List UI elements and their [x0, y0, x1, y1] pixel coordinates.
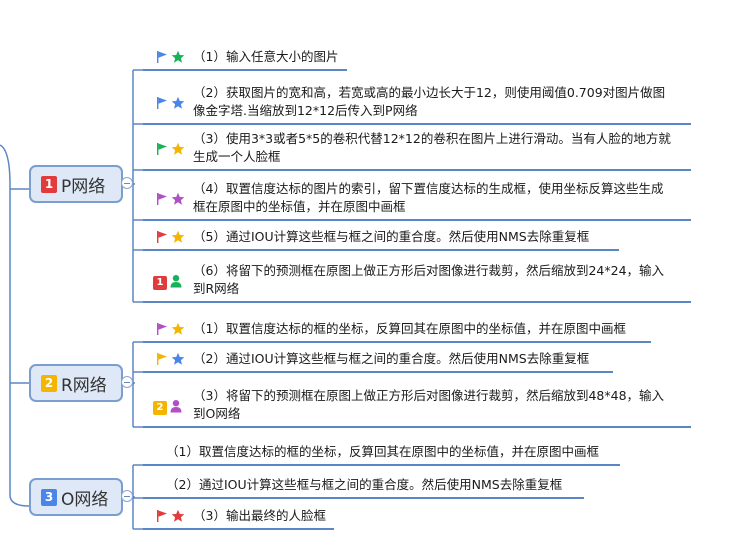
node-label: R网络 — [61, 375, 107, 396]
star-icon — [171, 229, 185, 248]
flag-icon — [155, 141, 169, 160]
leaf-topic[interactable]: （1）输入任意大小的图片 — [193, 48, 338, 66]
priority-number-icon: 2 — [153, 400, 167, 415]
node-label: P网络 — [61, 176, 106, 197]
collapse-icon[interactable] — [121, 376, 133, 388]
leaf-marker-icons — [155, 95, 185, 114]
priority-number-icon: 1 — [153, 275, 167, 290]
node-number-badge: 1 — [41, 175, 57, 193]
leaf-text-line: 到R网络 — [193, 281, 240, 296]
leaf-topic[interactable]: （2）通过IOU计算这些框与框之间的重合度。然后使用NMS去除重复框 — [166, 476, 562, 494]
leaf-marker-icons — [155, 321, 185, 340]
person-icon — [169, 273, 183, 292]
leaf-text-line: 到O网络 — [193, 406, 241, 421]
star-icon — [171, 351, 185, 370]
star-icon — [171, 508, 185, 527]
leaf-text-line: （5）通过IOU计算这些框与框之间的重合度。然后使用NMS去除重复框 — [193, 229, 590, 244]
leaf-topic[interactable]: （2）通过IOU计算这些框与框之间的重合度。然后使用NMS去除重复框 — [193, 350, 589, 368]
flag-icon — [155, 508, 169, 527]
leaf-topic[interactable]: （3）使用3*3或者5*5的卷积代替12*12的卷积在图片上进行滑动。当有人脸的… — [193, 130, 671, 166]
leaf-topic[interactable]: （4）取置信度达标的图片的索引，留下置信度达标的生成框，使用坐标反算这些生成框在… — [193, 180, 663, 216]
star-icon — [171, 191, 185, 210]
leaf-marker-icons — [155, 508, 185, 527]
leaf-marker-icons — [155, 191, 185, 210]
leaf-topic[interactable]: （1）取置信度达标的框的坐标，反算回其在原图中的坐标值，并在原图中画框 — [193, 320, 626, 338]
leaf-topic[interactable]: （6）将留下的预测框在原图上做正方形后对图像进行裁剪，然后缩放到24*24，输入… — [193, 262, 664, 298]
leaf-text-line: （1）取置信度达标的框的坐标，反算回其在原图中的坐标值，并在原图中画框 — [193, 321, 626, 336]
leaf-text-line: （2）获取图片的宽和高，若宽或高的最小边长大于12，则使用阈值0.709对图片做… — [193, 85, 666, 100]
leaf-topic[interactable]: （3）将留下的预测框在原图上做正方形后对图像进行裁剪，然后缩放到48*48，输入… — [193, 387, 664, 423]
star-icon — [171, 141, 185, 160]
star-icon — [171, 95, 185, 114]
collapse-icon[interactable] — [121, 490, 133, 502]
leaf-text-line: （3）输出最终的人脸框 — [193, 508, 326, 523]
leaf-marker-icons: 1 — [153, 273, 183, 292]
node-number-badge: 3 — [41, 488, 57, 506]
leaf-text-line: （3）将留下的预测框在原图上做正方形后对图像进行裁剪，然后缩放到48*48，输入 — [193, 388, 665, 403]
leaf-text-line: 框在原图中的坐标值，并在原图中画框 — [193, 199, 406, 214]
leaf-text-line: （2）通过IOU计算这些框与框之间的重合度。然后使用NMS去除重复框 — [166, 477, 563, 492]
leaf-text-line: （3）使用3*3或者5*5的卷积代替12*12的卷积在图片上进行滑动。当有人脸的… — [193, 131, 671, 146]
leaf-text-line: （6）将留下的预测框在原图上做正方形后对图像进行裁剪，然后缩放到24*24，输入 — [193, 263, 665, 278]
collapse-icon[interactable] — [121, 177, 133, 189]
flag-icon — [155, 95, 169, 114]
leaf-topic[interactable]: （5）通过IOU计算这些框与框之间的重合度。然后使用NMS去除重复框 — [193, 228, 589, 246]
leaf-marker-icons — [155, 141, 185, 160]
leaf-marker-icons — [155, 351, 185, 370]
leaf-topic[interactable]: （3）输出最终的人脸框 — [193, 507, 326, 525]
leaf-marker-icons — [155, 49, 185, 68]
leaf-text-line: （1）取置信度达标的框的坐标，反算回其在原图中的坐标值，并在原图中画框 — [166, 444, 599, 459]
leaf-marker-icons — [155, 229, 185, 248]
node-number-badge: 2 — [41, 374, 57, 392]
leaf-topic[interactable]: （2）获取图片的宽和高，若宽或高的最小边长大于12，则使用阈值0.709对图片做… — [193, 84, 665, 120]
leaf-topic[interactable]: （1）取置信度达标的框的坐标，反算回其在原图中的坐标值，并在原图中画框 — [166, 443, 599, 461]
star-icon — [171, 321, 185, 340]
node-label: O网络 — [61, 489, 109, 510]
leaf-text-line: 像金字塔.当缩放到12*12后传入到P网络 — [193, 103, 418, 118]
flag-icon — [155, 229, 169, 248]
flag-icon — [155, 49, 169, 68]
person-icon — [169, 398, 183, 417]
leaf-text-line: （1）输入任意大小的图片 — [193, 49, 339, 64]
flag-icon — [155, 321, 169, 340]
flag-icon — [155, 351, 169, 370]
leaf-text-line: （2）通过IOU计算这些框与框之间的重合度。然后使用NMS去除重复框 — [193, 351, 590, 366]
leaf-text-line: 生成一个人脸框 — [193, 149, 281, 164]
flag-icon — [155, 191, 169, 210]
star-icon — [171, 49, 185, 68]
leaf-text-line: （4）取置信度达标的图片的索引，留下置信度达标的生成框，使用坐标反算这些生成 — [193, 181, 664, 196]
leaf-marker-icons: 2 — [153, 398, 183, 417]
